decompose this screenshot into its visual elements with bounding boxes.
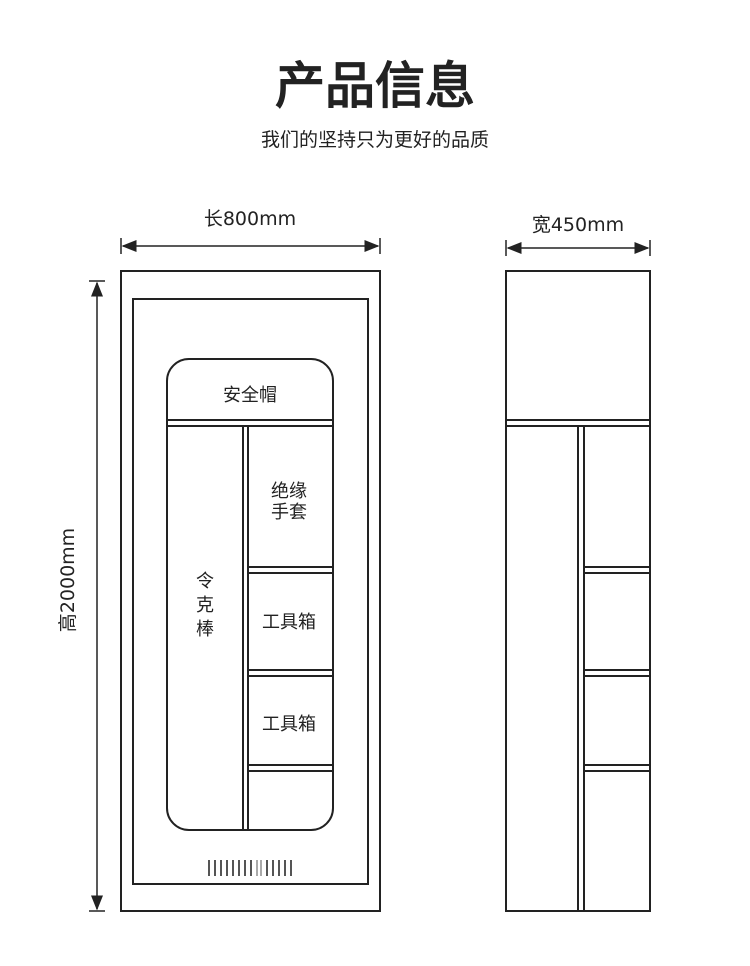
compartment-rod-3: 棒 [196, 619, 214, 640]
width-label: 宽450mm [532, 214, 624, 236]
width-dimension-arrow [505, 240, 651, 256]
length-label: 长800mm [204, 208, 296, 230]
compartment-gloves-line2: 手套 [271, 502, 307, 523]
front-view [120, 270, 381, 912]
compartment-rod-2: 克 [196, 595, 214, 616]
compartment-gloves-line1: 绝缘 [271, 481, 307, 502]
length-dimension-arrow [120, 238, 381, 254]
height-label: 高2000mm [57, 528, 79, 632]
compartment-toolbox-2: 工具箱 [262, 714, 316, 735]
compartment-rod-1: 令 [196, 571, 214, 592]
compartment-helmet: 安全帽 [223, 385, 277, 406]
side-view [505, 270, 651, 912]
compartment-toolbox-1: 工具箱 [262, 612, 316, 633]
page-title: 产品信息 [275, 57, 475, 115]
vent-icon [208, 860, 292, 876]
height-dimension-arrow [89, 280, 105, 912]
page-subtitle: 我们的坚持只为更好的品质 [261, 129, 489, 151]
